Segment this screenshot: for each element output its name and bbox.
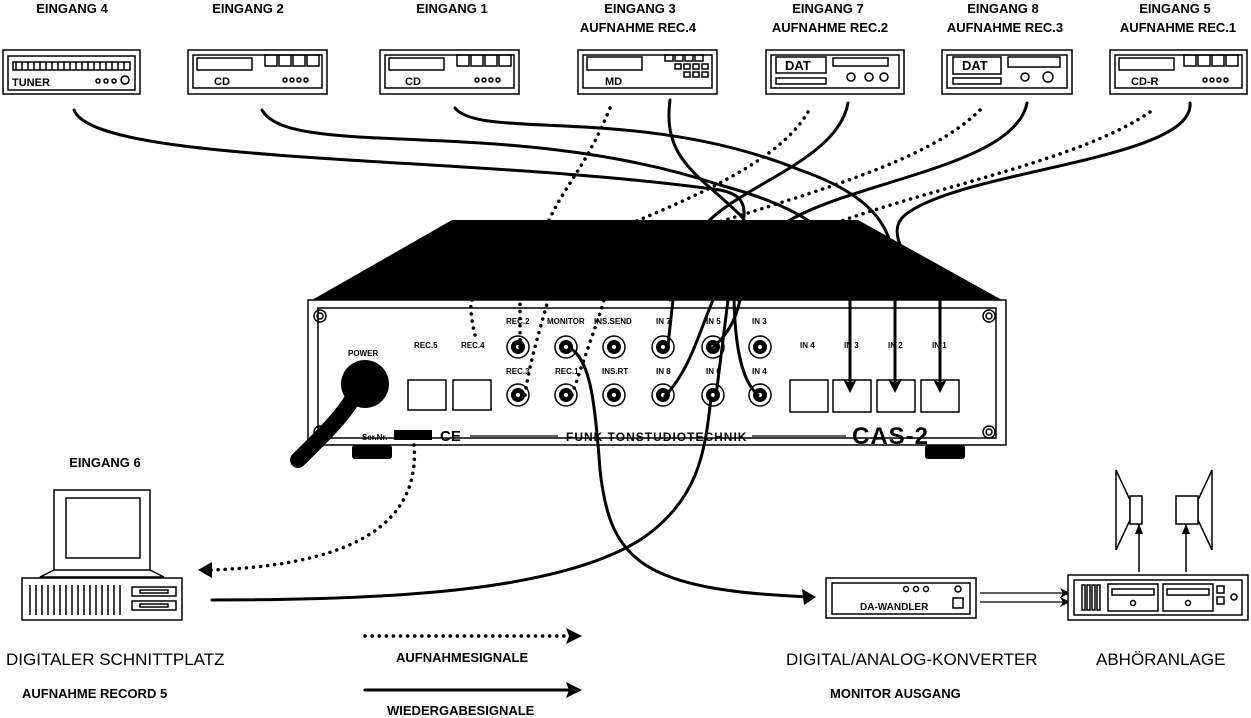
svg-text:CD: CD	[214, 76, 230, 88]
in7-label: IN 7	[656, 317, 671, 326]
device-sublabel-cdr: AUFNAHME REC.1	[1120, 20, 1236, 35]
rca-row-top	[506, 335, 772, 359]
in6-label: IN 6	[706, 367, 721, 376]
cable-edit-suite-in6	[210, 396, 713, 602]
in3-xlr-label: IN 3	[844, 341, 859, 350]
rec4-label: REC.4	[461, 341, 485, 350]
cable-tuner-in4	[72, 108, 746, 302]
rec1-label: REC.1	[555, 367, 579, 376]
rec-dat2	[698, 108, 982, 230]
serial-label: Ser.Nr.	[362, 433, 387, 442]
ins-rt-label: INS.RT	[602, 367, 628, 376]
svg-text:DAT: DAT	[962, 58, 988, 73]
dat-recorder-1-device: DAT	[765, 49, 905, 95]
dat-recorder-2-device: DAT	[941, 49, 1073, 95]
device-label-dat-1: EINGANG 7	[792, 1, 864, 16]
model-name: CAS-2	[852, 423, 929, 450]
device-label-dat-2: EINGANG 8	[967, 1, 1039, 16]
svg-text:CD-R: CD-R	[1131, 76, 1159, 88]
device-sublabel-md: AUFNAHME REC.4	[580, 20, 697, 35]
md-recorder-device: MD	[577, 49, 718, 95]
speaker-left-icon	[1115, 469, 1143, 572]
brand-name: FUNK TONSTUDIOTECHNIK	[566, 430, 747, 444]
in5-label: IN 5	[706, 317, 721, 326]
device-label-cd-1: EINGANG 1	[416, 1, 488, 16]
cable-monitor-out	[568, 346, 812, 599]
svg-text:TUNER: TUNER	[12, 77, 50, 89]
cable-dat2-in8	[725, 101, 1029, 302]
rec3-label: REC.3	[506, 367, 530, 376]
in4-port[interactable]	[789, 379, 829, 413]
rec5-port[interactable]	[407, 379, 447, 411]
power-cable	[290, 390, 361, 468]
edit-suite-title: DIGITALER SCHNITTPLATZ	[6, 650, 225, 669]
da-converter-device: DA-WANDLER	[825, 577, 977, 619]
converter-title: DIGITAL/ANALOG-KONVERTER	[786, 650, 1038, 669]
cd-recorder-device: CD-R	[1109, 49, 1248, 95]
svg-text:DAT: DAT	[785, 58, 811, 73]
speaker-right-icon	[1175, 469, 1213, 572]
device-label-tuner: EINGANG 4	[36, 1, 108, 16]
in4-rca-label: IN 4	[752, 367, 767, 376]
edit-suite-computer	[21, 489, 183, 621]
rec2-label: REC.2	[506, 317, 530, 326]
cable-md-in3	[667, 98, 753, 302]
amplifier-device	[1067, 574, 1249, 621]
cable-cd2-in2	[260, 108, 852, 302]
ce-mark: CE	[440, 428, 461, 445]
device-sublabel-dat-1: AUFNAHME REC.2	[772, 20, 888, 35]
cd-player-1-device: CD	[379, 49, 520, 95]
device-sublabel-dat-2: AUFNAHME REC.3	[947, 20, 1063, 35]
legend-playback-label: WIEDERGABESIGNALE	[387, 703, 535, 718]
front-panel	[307, 299, 1007, 446]
in3-rca-label: IN 3	[752, 317, 767, 326]
converter-subtitle: MONITOR AUSGANG	[830, 686, 961, 701]
cable-cdr-in5	[895, 101, 1192, 302]
rec-dat1	[613, 110, 810, 232]
rec-record5	[208, 443, 417, 572]
rec-md	[543, 106, 612, 232]
ins-send-label: INS.SEND	[594, 317, 632, 326]
rec-cdr	[828, 110, 1152, 227]
power-label: POWER	[348, 349, 378, 358]
in8-label: IN 8	[656, 367, 671, 376]
monitor-label: MONITOR	[547, 317, 585, 326]
legend-recording-label: AUFNAHMESIGNALE	[396, 650, 528, 665]
svg-text:DA-WANDLER: DA-WANDLER	[860, 602, 929, 613]
cas2-unit: POWER REC.5 REC.4 REC.2 MONITOR INS.SEND…	[290, 220, 1007, 468]
device-label-md: EINGANG 3	[604, 1, 676, 16]
cd-player-2-device: CD	[187, 49, 328, 95]
device-label-cdr: EINGANG 5	[1139, 1, 1211, 16]
edit-suite-input-label: EINGANG 6	[69, 455, 141, 470]
cable-dat1-in7	[668, 101, 850, 302]
rec4-port[interactable]	[452, 379, 492, 411]
monitoring-title: ABHÖRANLAGE	[1096, 650, 1225, 669]
serial-plate	[394, 430, 432, 440]
edit-suite-subtitle: AUFNAHME RECORD 5	[22, 686, 167, 701]
svg-text:CD: CD	[405, 76, 421, 88]
svg-text:MD: MD	[605, 76, 622, 88]
tuner-device: TUNER	[2, 49, 141, 95]
in4-xlr-label: IN 4	[800, 341, 815, 350]
rec5-label: REC.5	[414, 341, 438, 350]
in3-port[interactable]	[832, 379, 872, 413]
device-label-cd-2: EINGANG 2	[212, 1, 284, 16]
